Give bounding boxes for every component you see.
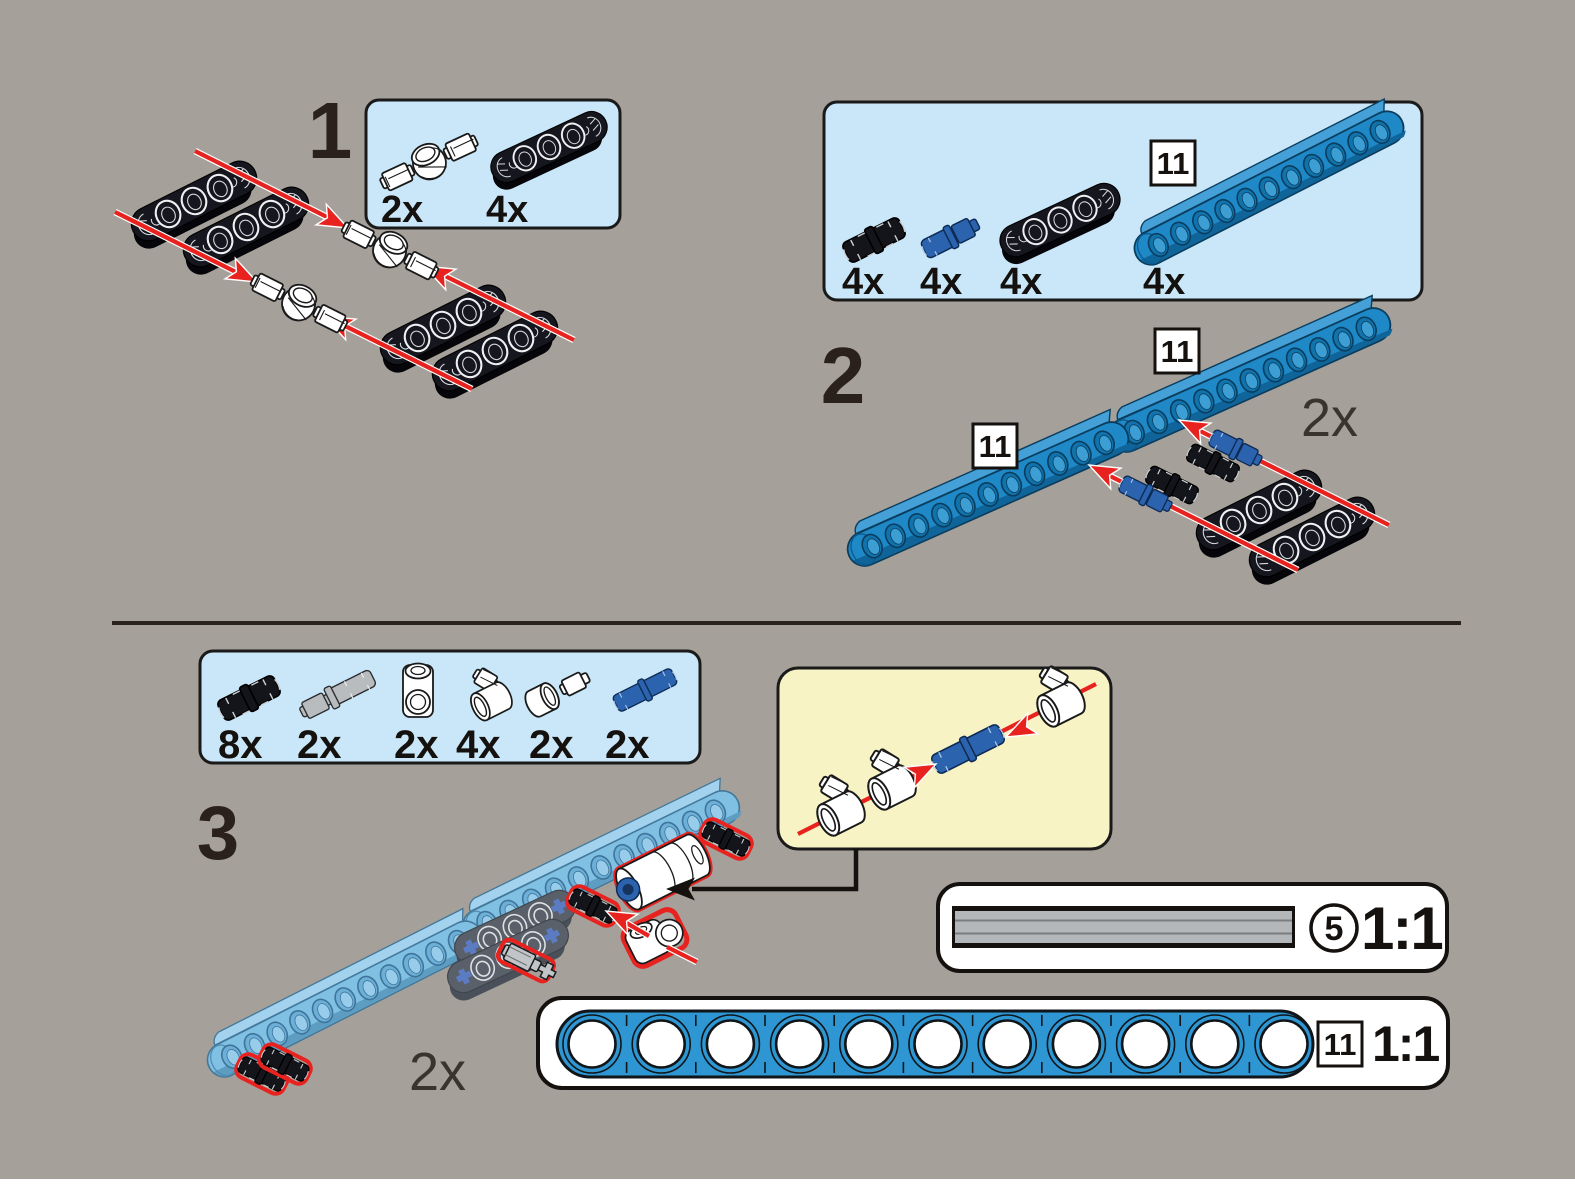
svg-text:8x: 8x [218, 723, 263, 767]
svg-text:4x: 4x [486, 189, 528, 231]
svg-text:1:1: 1:1 [1361, 895, 1442, 962]
svg-text:4x: 4x [920, 261, 962, 303]
svg-text:3: 3 [197, 791, 239, 876]
svg-text:2x: 2x [1301, 388, 1358, 448]
svg-text:4x: 4x [1143, 261, 1185, 303]
svg-text:2x: 2x [409, 1042, 466, 1102]
svg-text:4x: 4x [842, 261, 884, 303]
svg-text:1:1: 1:1 [1372, 1016, 1439, 1072]
svg-text:2x: 2x [529, 723, 574, 767]
svg-text:2x: 2x [297, 723, 342, 767]
svg-text:5: 5 [1325, 910, 1344, 948]
svg-text:2x: 2x [394, 723, 439, 767]
svg-text:2x: 2x [381, 189, 423, 231]
svg-text:4x: 4x [1000, 261, 1042, 303]
svg-text:2x: 2x [605, 723, 650, 767]
svg-text:2: 2 [821, 331, 866, 420]
svg-text:4x: 4x [456, 723, 501, 767]
svg-text:1: 1 [308, 86, 353, 175]
